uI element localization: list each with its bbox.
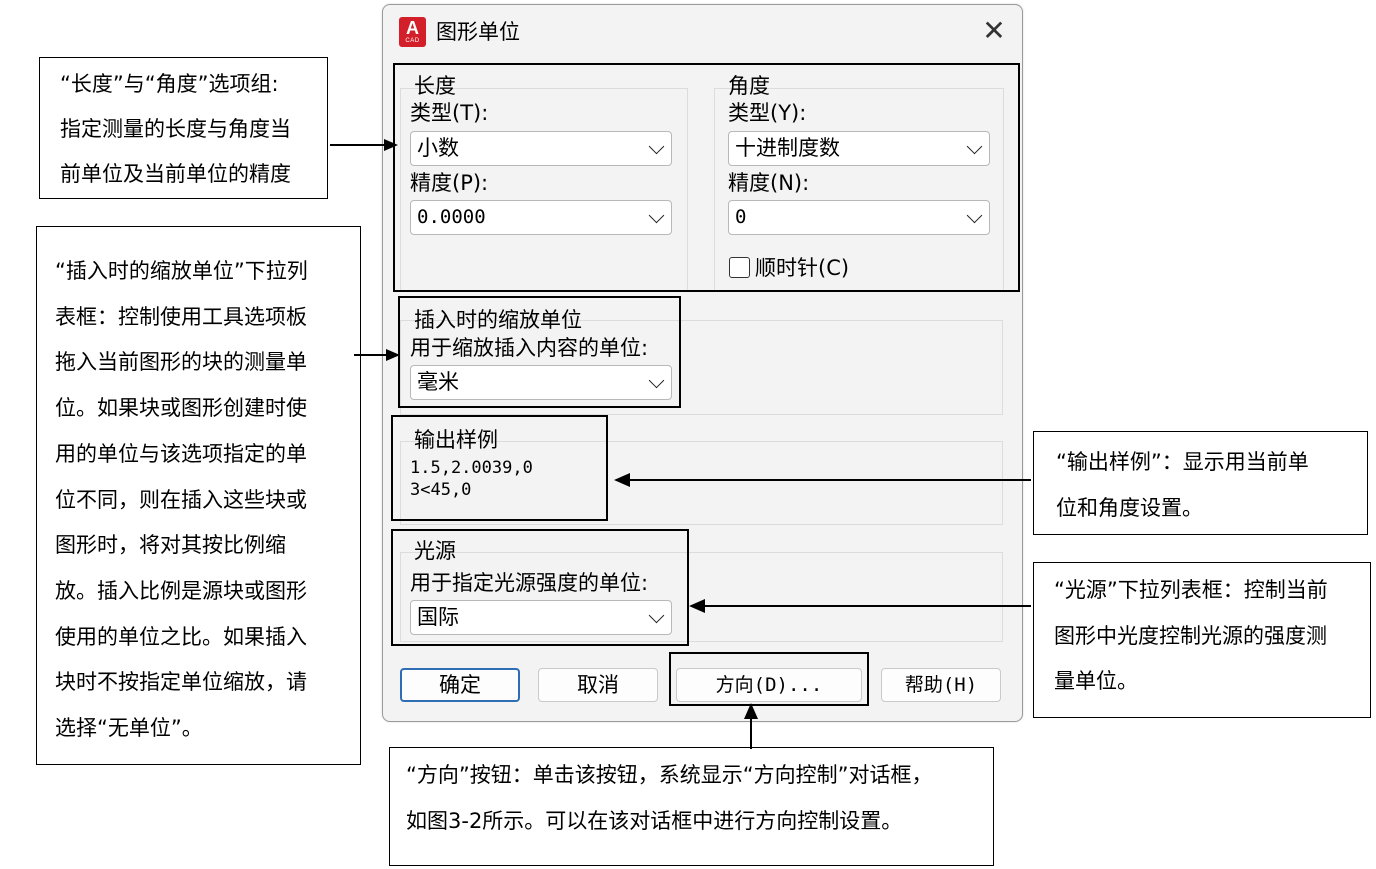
callout-length-angle: “长度”与“角度”选项组: 指定测量的长度与角度当 前单位及当前单位的精度 [39,57,328,199]
sample-output-group [400,441,1003,525]
autocad-app-icon: A CAD [399,17,426,47]
callout-lighting: “光源”下拉列表框：控制当前 图形中光度控制光源的强度测 量单位。 [1033,562,1371,718]
length-precision-select[interactable]: 0.0000 [410,200,672,235]
arrowhead-length-angle [384,139,398,151]
callout-insert-scale-line: 位不同，则在插入这些块或 [55,487,307,512]
callout-lighting-line: 量单位。 [1054,669,1138,694]
insert-scale-label: 用于缩放插入内容的单位: [410,336,649,360]
insert-scale-value: 毫米 [417,370,459,394]
angle-type-value: 十进制度数 [735,136,840,160]
angle-precision-value: 0 [735,206,747,228]
callout-direction: “方向”按钮：单击该按钮，系统显示“方向控制”对话框， 如图3-2所示。可以在该… [389,747,994,866]
dialog-title: 图形单位 [436,20,520,44]
arrowhead-insert-scale [386,349,400,361]
highlight-direction-button [669,652,869,706]
angle-precision-label: 精度(N): [728,171,810,195]
length-group-title: 长度 [414,74,456,98]
angle-group-title: 角度 [728,74,770,98]
insert-scale-title: 插入时的缩放单位 [414,308,582,332]
callout-sample-output-line: 位和角度设置。 [1056,495,1203,520]
callout-insert-scale-line: 块时不按指定单位缩放，请 [55,670,307,695]
callout-insert-scale-line: “插入时的缩放单位”下拉列 [55,259,308,283]
sample-output-title: 输出样例 [414,428,498,452]
callout-length-angle-line: 前单位及当前单位的精度 [60,162,291,186]
callout-insert-scale-line: 拖入当前图形的块的测量单 [55,350,307,375]
callout-sample-output-line: “输出样例”：显示用当前单 [1056,450,1309,474]
angle-type-label: 类型(Y): [728,101,807,125]
callout-insert-scale: “插入时的缩放单位”下拉列 表框：控制使用工具选项板 拖入当前图形的块的测量单 … [36,226,361,765]
arrowhead-sample-output [614,473,630,487]
length-precision-label: 精度(P): [410,171,489,195]
callout-lighting-line: 图形中光度控制光源的强度测 [1054,623,1327,648]
lighting-title: 光源 [414,539,456,563]
highlight-length-angle [393,63,1020,292]
sample-output-line1: 1.5,2.0039,0 [410,458,533,478]
lighting-group [400,552,1003,642]
lighting-select[interactable]: 国际 [410,600,672,635]
length-type-value: 小数 [417,136,459,160]
callout-direction-line: “方向”按钮：单击该按钮，系统显示“方向控制”对话框， [406,763,933,787]
callout-insert-scale-line: 选择“无单位”。 [55,716,203,741]
highlight-insert-scale [398,296,681,408]
callout-lighting-line: “光源”下拉列表框：控制当前 [1054,578,1328,602]
callout-insert-scale-line: 位。如果块或图形创建时使 [55,396,307,421]
close-icon[interactable]: ✕ [982,14,1006,47]
arrowhead-direction [744,703,758,719]
lighting-label: 用于指定光源强度的单位: [410,571,649,595]
clockwise-label: 顺时针(C) [755,256,850,280]
sample-output-line2: 3<45,0 [410,480,472,500]
highlight-sample-output [391,415,608,521]
callout-insert-scale-line: 表框：控制使用工具选项板 [55,304,307,329]
callout-insert-scale-line: 放。插入比例是源块或图形 [55,578,307,603]
arrowhead-lighting [689,599,705,613]
callout-length-angle-line: 指定测量的长度与角度当 [60,117,291,141]
angle-type-select[interactable]: 十进制度数 [728,131,990,166]
clockwise-checkbox[interactable] [729,257,750,278]
callout-insert-scale-line: 图形时，将对其按比例缩 [55,533,286,558]
callout-direction-line: 如图3-2所示。可以在该对话框中进行方向控制设置。 [406,808,903,833]
callout-insert-scale-line: 使用的单位之比。如果插入 [55,624,307,649]
lighting-value: 国际 [417,605,459,629]
callout-insert-scale-line: 用的单位与该选项指定的单 [55,441,307,466]
ok-button[interactable]: 确定 [400,668,520,702]
callout-length-angle-line: “长度”与“角度”选项组: [60,72,279,96]
help-button[interactable]: 帮助(H) [881,668,1001,702]
callout-sample-output: “输出样例”：显示用当前单 位和角度设置。 [1033,431,1368,535]
cancel-button[interactable]: 取消 [538,668,658,702]
length-type-label: 类型(T): [410,101,489,125]
direction-button[interactable]: 方向(D)... [676,668,862,702]
angle-precision-select[interactable]: 0 [728,200,990,235]
insert-scale-group [400,320,1003,415]
length-precision-value: 0.0000 [417,206,486,228]
insert-scale-select[interactable]: 毫米 [410,365,672,400]
length-type-select[interactable]: 小数 [410,131,672,166]
highlight-lighting [391,529,689,646]
